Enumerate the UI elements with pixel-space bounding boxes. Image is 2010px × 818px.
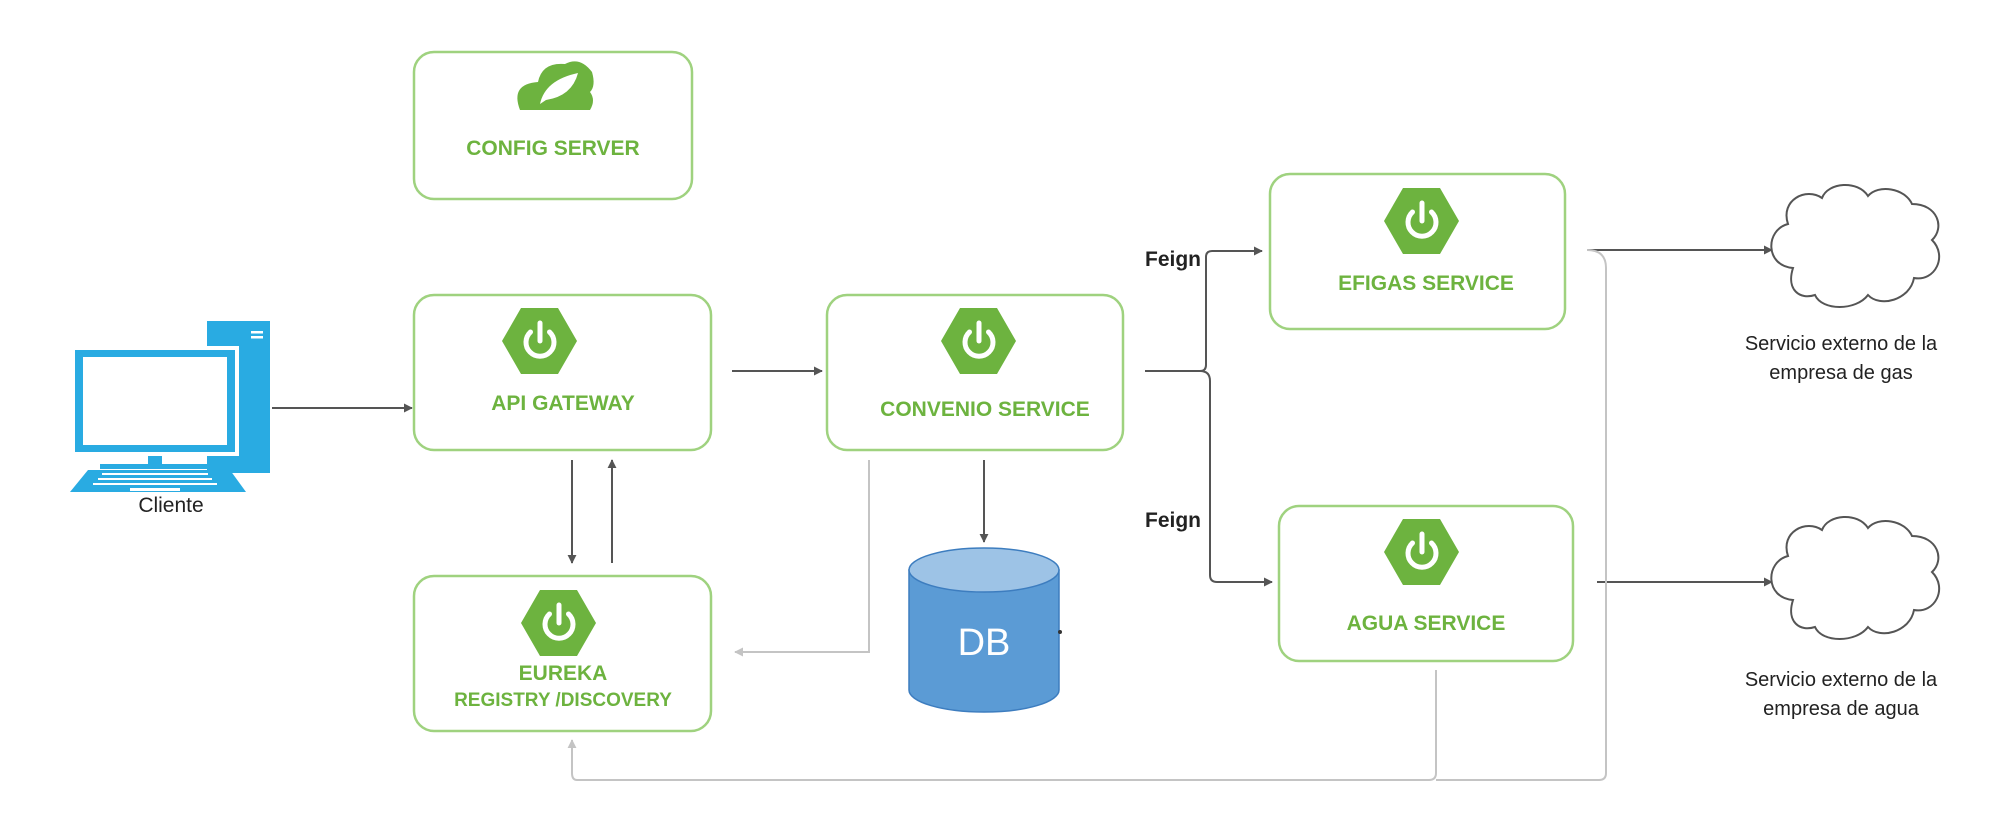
cloud-icon: [1770, 515, 1941, 640]
edge-convenio-to-agua: [1199, 370, 1273, 587]
edge-convenio-to-eureka: [734, 460, 870, 657]
api-gateway-node[interactable]: API GATEWAY: [412, 293, 713, 452]
edge-agua-to-eureka: [567, 670, 1437, 781]
api-gateway-box: [412, 293, 713, 452]
spring-boot-power-icon: [941, 308, 1016, 374]
gas-cloud-label-line1: Servicio externo de la: [1745, 333, 1938, 355]
water-cloud-label-line2: empresa de agua: [1763, 698, 1920, 720]
spring-leaf-cloud-icon: [517, 61, 594, 110]
feign-label-agua: Feign: [1145, 509, 1201, 532]
gas-cloud-node[interactable]: Servicio externo de la empresa de gas: [1745, 183, 1941, 384]
cloud-icon: [1770, 183, 1941, 308]
spring-boot-power-icon: [502, 308, 577, 374]
efigas-service-label: EFIGAS SERVICE: [1338, 272, 1514, 295]
gas-cloud-label-line2: empresa de gas: [1769, 362, 1912, 384]
water-cloud-label-line1: Servicio externo de la: [1745, 669, 1938, 691]
database-label: DB: [958, 622, 1011, 664]
agua-service-node[interactable]: AGUA SERVICE: [1277, 504, 1575, 663]
feign-label-efigas: Feign: [1145, 248, 1201, 271]
edges: [272, 245, 1773, 781]
database-cylinder-icon: [908, 547, 1062, 713]
convenio-service-label: CONVENIO SERVICE: [880, 398, 1090, 421]
eureka-label: EUREKA: [519, 662, 608, 685]
client-node[interactable]: Cliente: [70, 321, 270, 517]
spring-boot-power-icon: [521, 590, 596, 656]
water-cloud-node[interactable]: Servicio externo de la empresa de agua: [1745, 515, 1941, 720]
desktop-computer-icon: [70, 321, 270, 492]
edge-efigas-to-eureka: [1436, 249, 1607, 781]
spring-boot-power-icon: [1384, 188, 1459, 254]
config-server-box: [412, 50, 694, 201]
config-server-label: CONFIG SERVER: [466, 137, 639, 160]
agua-service-label: AGUA SERVICE: [1347, 612, 1506, 635]
efigas-service-node[interactable]: EFIGAS SERVICE: [1268, 172, 1567, 331]
database-node[interactable]: DB: [908, 547, 1062, 713]
eureka-sublabel: REGISTRY /DISCOVERY: [454, 690, 672, 711]
eureka-node[interactable]: EUREKA REGISTRY /DISCOVERY: [412, 574, 713, 733]
config-server-node[interactable]: CONFIG SERVER: [412, 50, 694, 201]
client-label: Cliente: [138, 494, 203, 517]
api-gateway-label: API GATEWAY: [491, 392, 635, 415]
convenio-service-node[interactable]: CONVENIO SERVICE: [825, 293, 1125, 452]
spring-boot-power-icon: [1384, 519, 1459, 585]
